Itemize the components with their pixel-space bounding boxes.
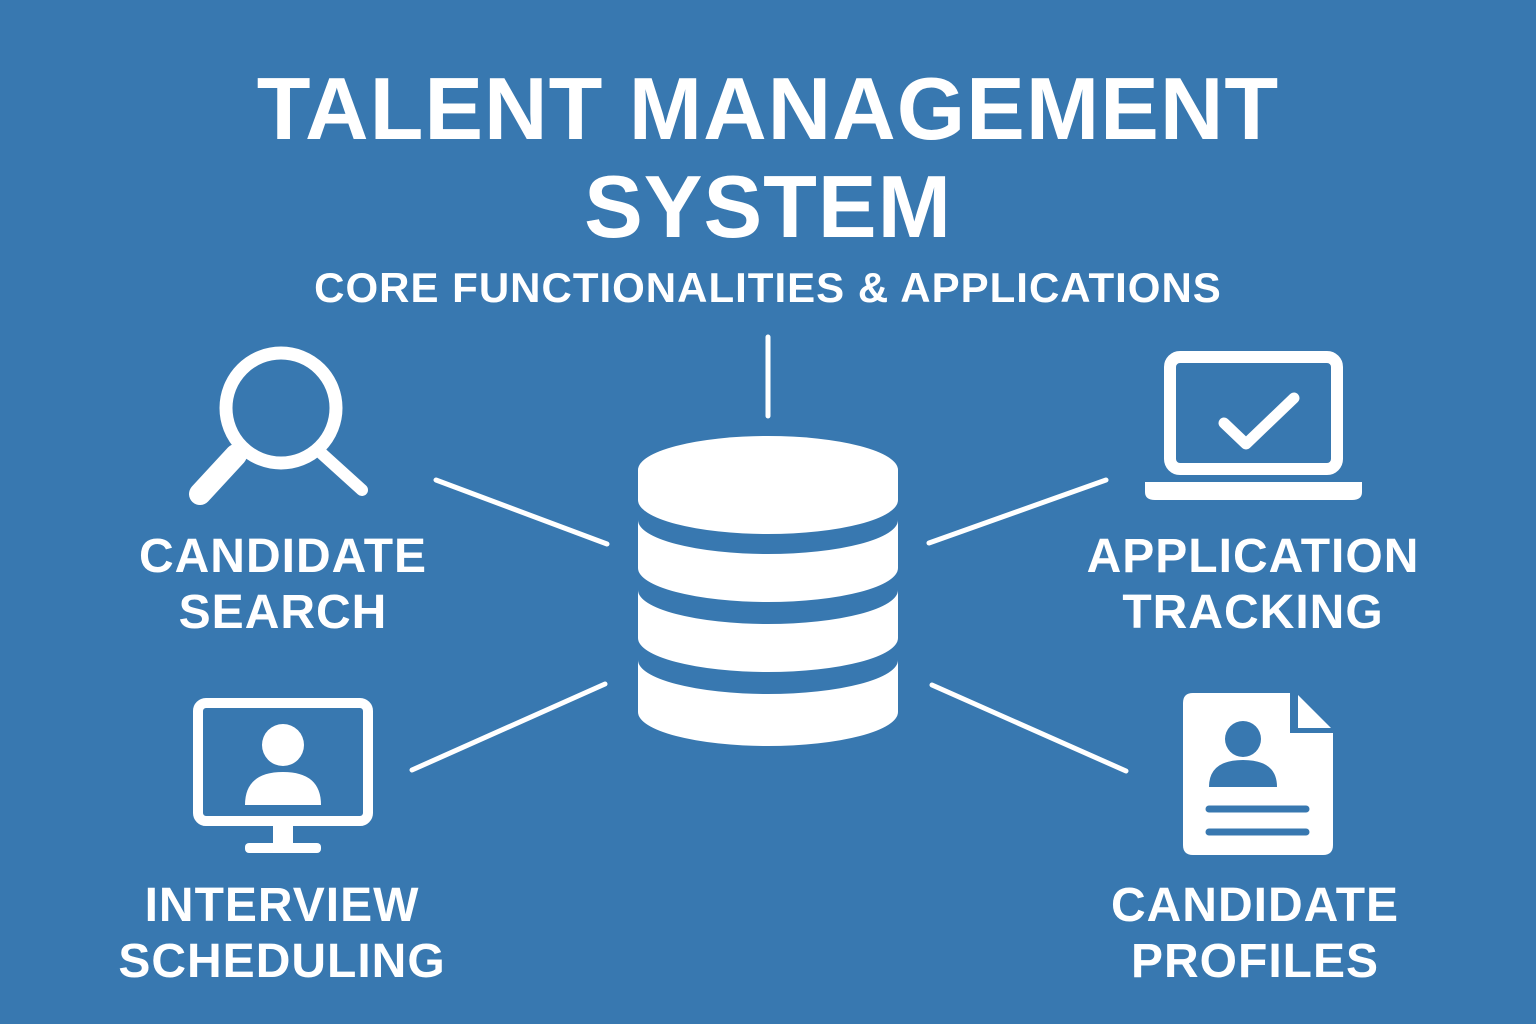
feature-label-line1: CANDIDATE [1110,879,1400,932]
profile-document-icon [1183,693,1333,855]
feature-candidate-search: CANDIDATE SEARCH [73,529,493,641]
magnifier-icon [189,346,368,505]
feature-label-line2: SCHEDULING [118,935,446,988]
page-subtitle: CORE FUNCTIONALITIES & APPLICATIONS [314,264,1222,311]
database-icon [638,436,898,746]
connector-candidate-profiles [929,682,1129,774]
feature-label-line1: CANDIDATE [138,530,428,583]
connector-candidate-search [433,477,610,547]
feature-label-line2: SEARCH [178,586,388,639]
feature-interview-scheduling: INTERVIEW SCHEDULING [72,878,492,990]
feature-label-line2: PROFILES [1130,935,1380,988]
connector-interview-scheduling [409,681,608,773]
connector-application-tracking [926,477,1109,546]
feature-label-line2: TRACKING [1122,586,1384,639]
connectors [409,334,1129,774]
page-title-line2: SYSTEM [584,157,952,256]
feature-label-line1: APPLICATION [1086,530,1420,583]
laptop-check-icon [1145,351,1362,500]
feature-label-line1: INTERVIEW [144,879,420,932]
page-title: TALENT MANAGEMENT [256,59,1280,158]
feature-candidate-profiles: CANDIDATE PROFILES [1045,878,1465,990]
monitor-user-icon [193,698,373,853]
feature-application-tracking: APPLICATION TRACKING [1043,529,1463,641]
